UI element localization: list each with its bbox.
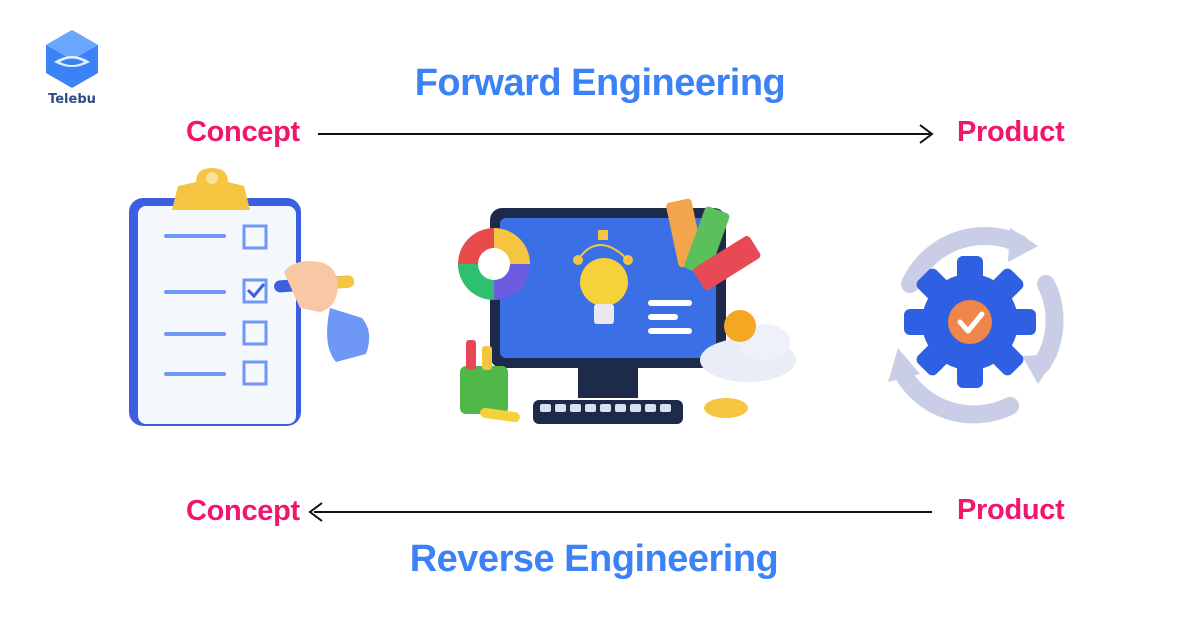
- forward-product-label: Product: [957, 116, 1064, 149]
- reverse-product-label: Product: [957, 494, 1064, 527]
- forward-engineering-title: Forward Engineering: [0, 62, 1200, 105]
- reverse-arrow: [306, 498, 936, 526]
- computer-design-icon: [448, 190, 798, 430]
- gear-cycle-icon: [870, 214, 1080, 424]
- clipboard-checklist-icon: [124, 162, 394, 432]
- reverse-engineering-title: Reverse Engineering: [0, 538, 1194, 581]
- forward-arrow: [316, 120, 936, 148]
- reverse-concept-label: Concept: [186, 495, 300, 528]
- forward-concept-label: Concept: [186, 116, 300, 149]
